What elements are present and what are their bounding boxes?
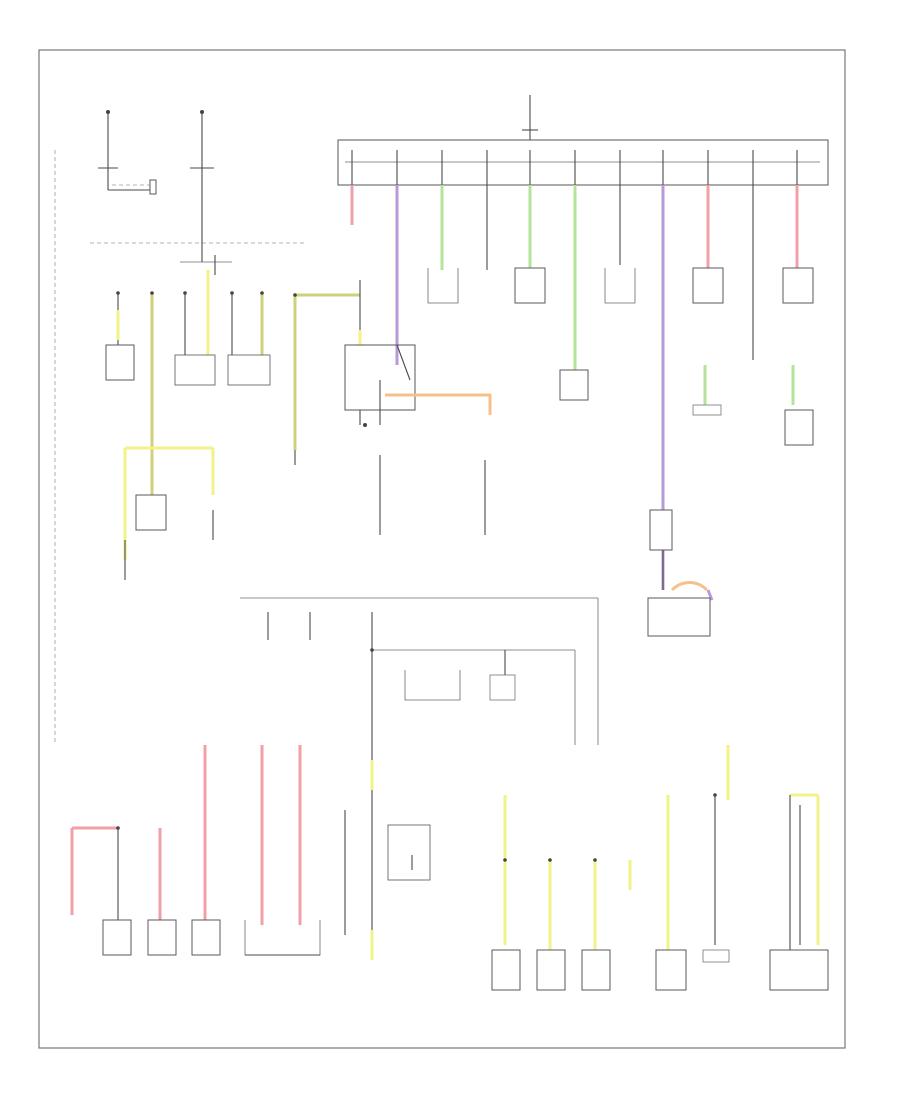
bottom-right-loads bbox=[491, 745, 829, 991]
left-middle-loads bbox=[105, 270, 271, 580]
top-row-components bbox=[427, 267, 814, 446]
lower-bus bbox=[240, 597, 599, 760]
ignition-switch-group bbox=[98, 110, 232, 275]
right-middle-module bbox=[647, 509, 714, 637]
diagram-border bbox=[38, 49, 846, 1049]
fuse-panel-box bbox=[337, 139, 829, 186]
center-relay-block bbox=[293, 280, 492, 535]
bottom-center-relay bbox=[344, 760, 431, 960]
bottom-left-loads bbox=[70, 745, 321, 956]
fuse-bus-top bbox=[337, 95, 829, 186]
junction-dots bbox=[116, 291, 717, 862]
